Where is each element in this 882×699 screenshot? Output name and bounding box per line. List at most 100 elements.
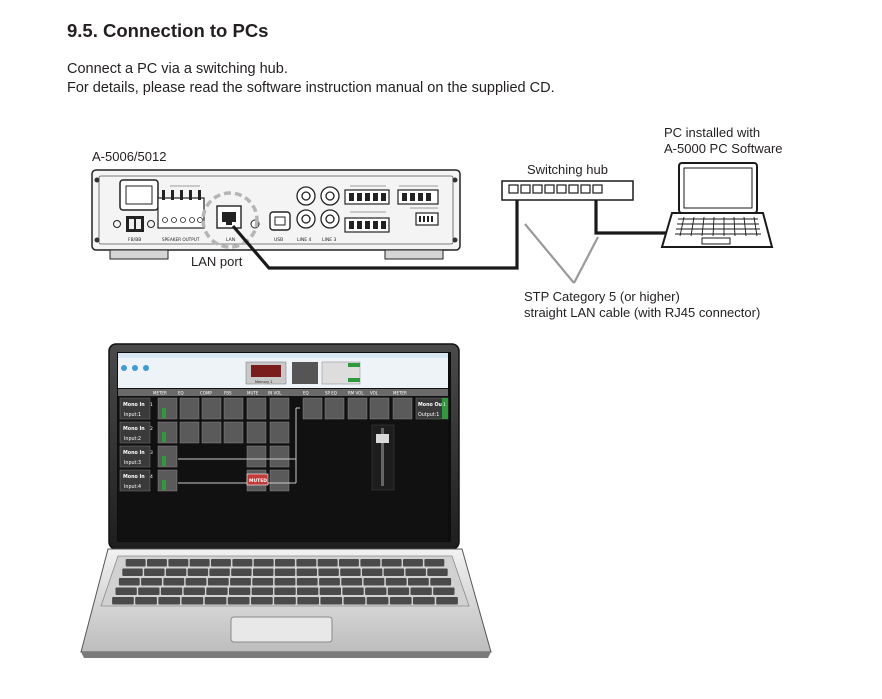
speaker-output-label: SPEAKER OUTPUT [162, 237, 200, 242]
muted-badge[interactable] [246, 473, 269, 486]
input-block[interactable] [119, 421, 151, 444]
keyboard-key [211, 559, 231, 567]
module-block[interactable] [201, 421, 222, 444]
keyboard-key [147, 559, 167, 567]
keyboard-key [413, 597, 435, 605]
input-name: Mono In [123, 426, 145, 432]
keyboard-key [158, 597, 181, 605]
lan-cable-pc [594, 190, 668, 235]
module-block[interactable] [269, 445, 290, 468]
keyboard-key [366, 597, 389, 605]
column-header: IN VOL [268, 391, 282, 396]
module-block[interactable] [246, 445, 267, 468]
keyboard-key [383, 568, 405, 576]
lan-port-label: LAN port [191, 254, 243, 269]
input-block[interactable] [119, 445, 151, 468]
output-name: Mono Out [418, 402, 445, 408]
module-block[interactable] [347, 397, 368, 420]
column-header: EQ [178, 391, 184, 396]
section-title: 9.5. Connection to PCs [67, 20, 269, 41]
input-sub: Input:4 [124, 484, 141, 490]
keyboard-key [252, 578, 274, 586]
column-header: VOL [370, 391, 379, 396]
module-block[interactable] [246, 421, 267, 444]
column-header: FBS [224, 391, 232, 396]
keyboard-key [319, 587, 341, 595]
keyboard-key [319, 578, 340, 586]
keyboard-key [163, 578, 185, 586]
column-header: MUTE [247, 391, 259, 396]
keyboard-key [185, 578, 207, 586]
keyboard-key [341, 578, 363, 586]
lan-label: LAN [226, 237, 235, 243]
keyboard-key [274, 568, 296, 576]
column-header: RM VOL [348, 391, 364, 396]
module-block[interactable] [223, 421, 244, 444]
keyboard-key [317, 559, 338, 567]
input-name: Mono In [123, 450, 145, 456]
input-block[interactable] [119, 397, 151, 420]
keyboard-key [274, 597, 296, 605]
keyboard-key [297, 587, 319, 595]
keyboard-key [165, 568, 187, 576]
pc-label-2: A-5000 PC Software [664, 141, 783, 156]
level-meter [162, 408, 166, 418]
module-block[interactable] [269, 397, 290, 420]
keyboard-key [365, 587, 387, 595]
keyboard-key [385, 578, 407, 586]
keyboard-key [138, 587, 160, 595]
input-name: Mono In [123, 402, 145, 408]
keyboard-key [135, 597, 157, 605]
input-block[interactable] [119, 469, 151, 492]
line4-label: LINE 4 [297, 237, 311, 243]
switching-hub [501, 180, 634, 201]
module-block[interactable] [369, 397, 390, 420]
keyboard-key [363, 578, 385, 586]
memory-label: Memory 1 [255, 380, 273, 384]
keyboard-key [181, 597, 204, 605]
keyboard-key [274, 587, 296, 595]
module-block[interactable] [157, 397, 178, 420]
input-num: 2 [150, 426, 153, 432]
module-block[interactable] [201, 397, 222, 420]
keyboard-key [340, 568, 361, 576]
module-block[interactable] [157, 445, 178, 468]
level-meter [162, 456, 166, 466]
keyboard-key [183, 587, 205, 595]
module-block[interactable] [246, 397, 267, 420]
keyboard-key [320, 597, 343, 605]
module-block[interactable] [324, 397, 345, 420]
keyboard-key [227, 597, 250, 605]
keyboard-key [427, 568, 448, 576]
keyboard-key [296, 578, 318, 586]
keyboard-key [360, 559, 381, 567]
keyboard-key [125, 559, 146, 567]
input-num: 4 [150, 474, 153, 480]
muted-label: MUTED [249, 478, 267, 484]
keyboard-key [253, 568, 274, 576]
module-block[interactable] [157, 469, 178, 492]
fb-bb-label: FB/BB [128, 237, 141, 243]
section-body: Connect a PC via a switching hub. For de… [67, 60, 555, 98]
keyboard-key [297, 597, 319, 605]
keyboard-key [362, 568, 383, 576]
module-block[interactable] [179, 397, 200, 420]
module-block[interactable] [269, 421, 290, 444]
column-header: METER [393, 391, 407, 396]
module-block[interactable] [269, 469, 290, 492]
keyboard-key [389, 597, 412, 605]
module-block[interactable] [157, 421, 178, 444]
keyboard-key [343, 597, 366, 605]
keyboard-key [251, 597, 273, 605]
amplifier-rear-panel: FB/BB SPEAKER OUTPUT LAN USB LI [91, 169, 461, 260]
column-header: COMP [200, 391, 212, 396]
module-block[interactable] [302, 397, 323, 420]
module-block[interactable] [179, 421, 200, 444]
module-block[interactable] [392, 397, 413, 420]
column-header: SP EQ [325, 391, 337, 396]
module-block[interactable] [223, 397, 244, 420]
keyboard-key [410, 587, 432, 595]
keyboard-key [253, 559, 274, 567]
